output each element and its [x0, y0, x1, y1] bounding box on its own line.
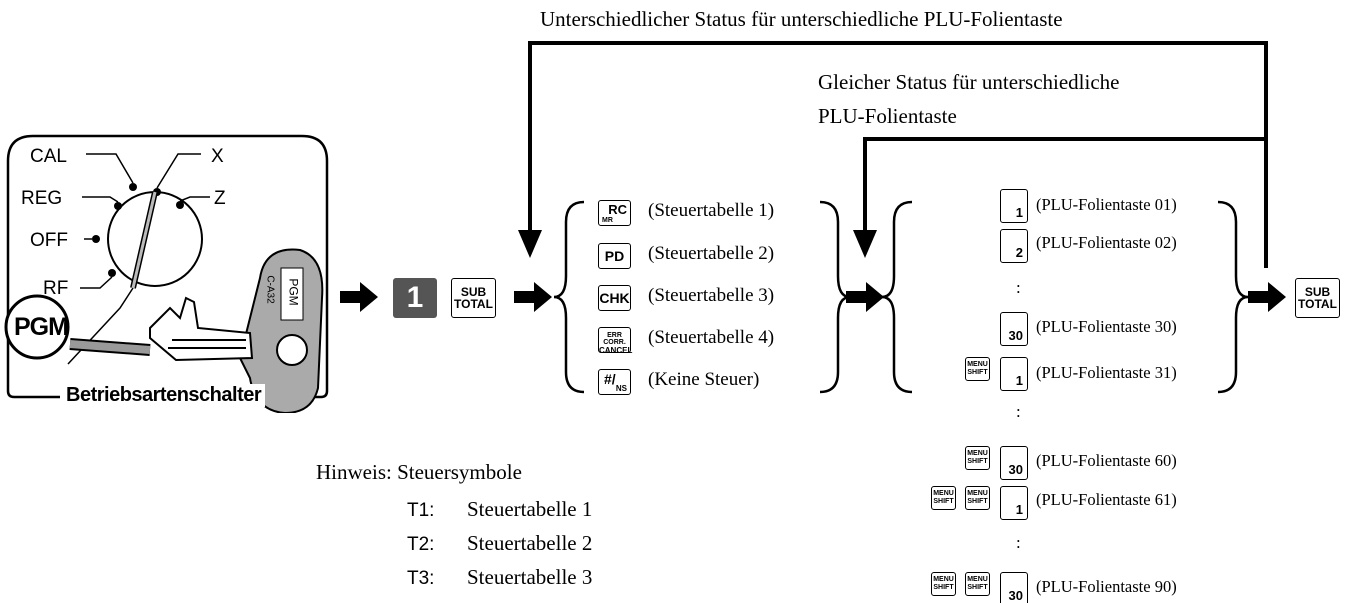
ellipsis-2: :: [1016, 402, 1021, 421]
ellipsis-1: :: [1016, 278, 1021, 297]
mode-x-label: X: [211, 146, 224, 167]
hint-text-t2: Steuertabelle 2: [467, 531, 593, 555]
tax-label-2: (Steuertabelle 2): [648, 243, 775, 264]
subtotal-key-final-line1: SUB: [1304, 285, 1331, 299]
inner-loop-line: [863, 137, 1266, 236]
plu-number-key[interactable]: 30: [1000, 572, 1028, 603]
top-note: Unterschiedlicher Status für unterschied…: [540, 7, 1063, 31]
hint-title: Hinweis: Steuersymbole: [316, 460, 522, 484]
number-1-key[interactable]: 1: [393, 278, 437, 318]
rc-mr-key[interactable]: RC MR: [598, 200, 631, 226]
mode-pgm-label: PGM: [14, 313, 69, 341]
subtotal-key-final[interactable]: SUB TOTAL: [1295, 278, 1340, 318]
tax-label-1: (Steuertabelle 1): [648, 200, 775, 221]
plu-number-key[interactable]: 1: [1000, 357, 1028, 391]
key-code-text: C-A32: [264, 275, 276, 304]
plu-label-90: (PLU-Folientaste 90): [1036, 577, 1177, 596]
same-status-note-line1: Gleicher Status für unterschiedliche: [818, 70, 1120, 94]
ellipsis-3: :: [1016, 533, 1021, 552]
plu-number-key[interactable]: 30: [1000, 312, 1028, 346]
no-sale-key[interactable]: #/ NS: [598, 369, 631, 395]
outer-loop-arrowhead: [518, 230, 542, 258]
plu-label-60: (PLU-Folientaste 60): [1036, 451, 1177, 470]
mode-off-label: OFF: [30, 230, 68, 251]
arrow-right-icon: [1248, 282, 1286, 312]
arrow-right-icon: [514, 282, 552, 312]
err-corr-cancel-key[interactable]: ERR CORR. CANCEL: [598, 327, 632, 355]
subtotal-key-line2: TOTAL: [454, 297, 493, 311]
hint-symbol-t1: T1:: [407, 500, 435, 521]
mode-switch-panel: CAL REG OFF RF X Z PGM PGM C-A32 Betrieb…: [0, 128, 330, 413]
mode-switch-frame: [4, 134, 329, 413]
arrow-right-icon: [846, 282, 884, 312]
tax-label-4: (Steuertabelle 4): [648, 327, 775, 348]
chk-key[interactable]: CHK: [598, 285, 631, 311]
outer-loop-line: [528, 41, 1268, 268]
plu-number-key[interactable]: 1: [1000, 189, 1028, 223]
plu-label-61: (PLU-Folientaste 61): [1036, 490, 1177, 509]
mode-reg-label: REG: [21, 188, 63, 209]
plu-label-30: (PLU-Folientaste 30): [1036, 317, 1177, 336]
hint-text-t1: Steuertabelle 1: [467, 497, 593, 521]
inner-loop-arrowhead: [853, 230, 877, 258]
plu-number-key[interactable]: 30: [1000, 446, 1028, 480]
mode-rf-label: RF: [43, 278, 69, 299]
mode-cal-label: CAL: [30, 146, 67, 167]
same-status-note-line2: PLU-Folientaste: [818, 104, 957, 128]
hint-text-t3: Steuertabelle 3: [467, 565, 593, 589]
plu-label-02: (PLU-Folientaste 02): [1036, 233, 1177, 252]
subtotal-key-final-line2: TOTAL: [1298, 297, 1337, 311]
key-pgm-text: PGM: [286, 278, 301, 306]
pd-key[interactable]: PD: [598, 243, 631, 269]
plu-label-31: (PLU-Folientaste 31): [1036, 363, 1177, 382]
subtotal-key[interactable]: SUB TOTAL: [451, 278, 496, 318]
plu-number-key[interactable]: 1: [1000, 486, 1028, 520]
subtotal-key-line1: SUB: [460, 285, 487, 299]
tax-label-3: (Steuertabelle 3): [648, 285, 775, 306]
mode-z-label: Z: [214, 188, 226, 209]
arrow-right-icon: [340, 282, 378, 312]
tax-label-none: (Keine Steuer): [648, 369, 760, 390]
plu-label-01: (PLU-Folientaste 01): [1036, 195, 1177, 214]
plu-number-key[interactable]: 2: [1000, 229, 1028, 263]
hint-symbol-t2: T2:: [407, 534, 435, 555]
hint-symbol-t3: T3:: [407, 568, 435, 589]
mode-switch-title: Betriebsartenschalter: [62, 384, 266, 407]
